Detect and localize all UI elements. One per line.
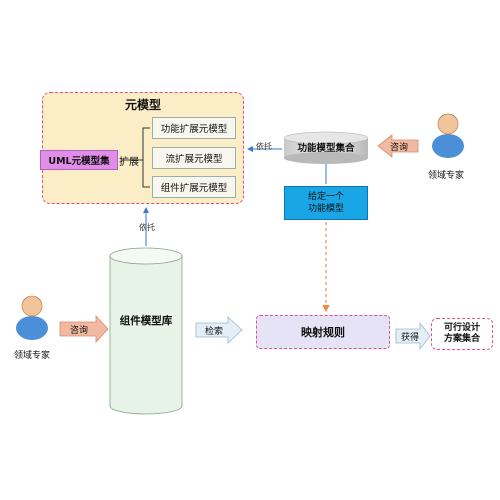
rely-label-top: 依托 (256, 142, 272, 151)
component-extension-metamodel: 组件扩展元模型 (152, 176, 236, 198)
extend-label: 扩展 (119, 157, 139, 168)
given-function-model-line1: 给定一个 (307, 192, 344, 202)
consult-label-right: 咨询 (389, 143, 408, 153)
retrieve-arrow (195, 316, 243, 344)
component-library-cylinder (109, 247, 183, 415)
expert-right-label: 领域专家 (428, 171, 465, 181)
extension-bracket (142, 127, 150, 188)
consult-arrow-right (377, 134, 419, 158)
meta-model-title: 元模型 (124, 98, 161, 112)
mapping-rules-box: 映射规则 (256, 315, 390, 349)
consult-label-left: 咨询 (69, 326, 88, 336)
given-function-model-line2: 功能模型 (307, 204, 344, 214)
function-extension-metamodel: 功能扩展元模型 (152, 117, 236, 139)
obtain-arrow (395, 321, 431, 351)
uml-metamodel-set: UML元模型集 (40, 150, 118, 170)
retrieve-label: 检索 (204, 327, 223, 337)
component-library-label: 组件模型库 (119, 315, 173, 327)
function-model-set-cylinder (283, 131, 369, 164)
expert-left-label: 领域专家 (14, 351, 51, 361)
design-result-box: 可行设计 方案集合 (431, 318, 493, 350)
expert-left-icon (16, 295, 48, 340)
design-result-line2: 方案集合 (443, 334, 480, 344)
obtain-label: 获得 (400, 333, 419, 343)
rely-label-bottom: 依托 (139, 223, 155, 232)
flow-extension-metamodel: 流扩展元模型 (152, 147, 236, 169)
consult-arrow-left (59, 314, 109, 344)
function-model-set-label: 功能模型集合 (297, 143, 355, 154)
given-function-model-box: 给定一个 功能模型 (284, 186, 368, 220)
design-result-line1: 可行设计 (443, 323, 480, 333)
expert-right-icon (432, 113, 464, 158)
